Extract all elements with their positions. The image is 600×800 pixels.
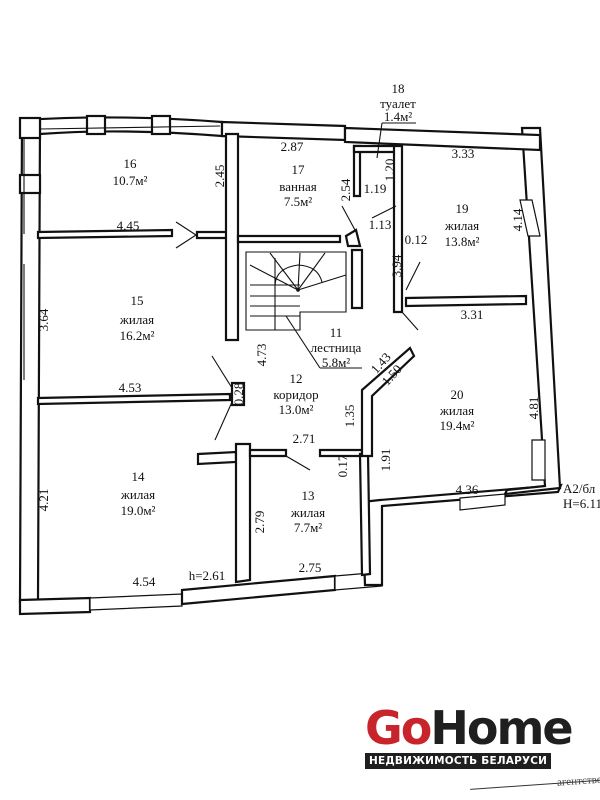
svg-text:h=2.61: h=2.61 xyxy=(189,568,226,583)
door-swings xyxy=(175,205,421,471)
svg-text:туалет: туалет xyxy=(380,96,416,111)
svg-text:1.91: 1.91 xyxy=(378,449,393,472)
svg-text:7.7м²: 7.7м² xyxy=(294,520,322,535)
room-20-label: 20 жилая 19.4м² xyxy=(439,387,475,433)
svg-text:3.94: 3.94 xyxy=(389,254,404,277)
svg-text:жилая: жилая xyxy=(444,218,479,233)
svg-text:12: 12 xyxy=(290,371,303,386)
svg-text:1.13: 1.13 xyxy=(369,217,392,232)
logo-tagline: НЕДВИЖИМОСТЬ БЕЛАРУСИ xyxy=(365,753,552,769)
svg-text:7.5м²: 7.5м² xyxy=(284,194,312,209)
svg-text:17: 17 xyxy=(292,162,306,177)
room-11-label: 11 лестница 5.8м² xyxy=(311,325,362,370)
room-18-label: 18 туалет 1.4м² xyxy=(376,81,416,159)
svg-text:4.54: 4.54 xyxy=(133,574,156,589)
svg-text:1.35: 1.35 xyxy=(342,405,357,428)
svg-text:2.71: 2.71 xyxy=(293,431,316,446)
svg-text:3.64: 3.64 xyxy=(36,308,51,331)
logo-wordmark: GoHome xyxy=(365,705,574,751)
svg-text:4.36: 4.36 xyxy=(456,482,479,497)
svg-text:0.28: 0.28 xyxy=(231,383,246,406)
svg-text:3.33: 3.33 xyxy=(452,146,475,161)
svg-text:2.75: 2.75 xyxy=(299,560,322,575)
svg-text:4.73: 4.73 xyxy=(254,344,269,367)
svg-text:19: 19 xyxy=(456,201,469,216)
room-17-label: 17 ванная 7.5м² xyxy=(279,162,316,209)
svg-text:11: 11 xyxy=(330,325,343,340)
logo-go: Go xyxy=(365,701,432,755)
svg-text:лестница: лестница xyxy=(311,340,362,355)
plan-annotations: А2/бл H=6.11 xyxy=(563,481,600,511)
svg-text:2.79: 2.79 xyxy=(252,511,267,534)
svg-text:16.2м²: 16.2м² xyxy=(120,328,155,343)
svg-text:3.31: 3.31 xyxy=(461,307,484,322)
svg-text:жилая: жилая xyxy=(119,312,154,327)
svg-text:0.12: 0.12 xyxy=(405,232,428,247)
room-19-label: 19 жилая 13.8м² xyxy=(444,201,480,249)
dimension-labels: 2.87 2.45 4.45 2.54 1.19 1.20 1.13 3.33 … xyxy=(36,139,541,589)
svg-text:4.81: 4.81 xyxy=(526,397,541,420)
svg-text:4.14: 4.14 xyxy=(510,208,525,231)
svg-text:13.8м²: 13.8м² xyxy=(445,234,480,249)
svg-text:0.17: 0.17 xyxy=(335,454,350,477)
logo-home: Home xyxy=(430,701,573,755)
svg-text:4.21: 4.21 xyxy=(36,489,51,512)
room-15-label: 15 жилая 16.2м² xyxy=(119,293,155,343)
svg-text:1.4м²: 1.4м² xyxy=(384,109,412,124)
svg-text:13.0м²: 13.0м² xyxy=(279,402,314,417)
svg-text:19.4м²: 19.4м² xyxy=(440,418,475,433)
room-13-label: 13 жилая 7.7м² xyxy=(290,488,325,535)
window-piers xyxy=(18,114,221,380)
svg-text:10.7м²: 10.7м² xyxy=(113,173,148,188)
svg-text:жилая: жилая xyxy=(439,403,474,418)
svg-text:18: 18 xyxy=(392,81,405,96)
room-16-label: 16 10.7м² xyxy=(113,156,148,188)
svg-text:1.20: 1.20 xyxy=(382,159,397,182)
svg-text:жилая: жилая xyxy=(290,505,325,520)
svg-text:5.8м²: 5.8м² xyxy=(322,355,350,370)
svg-text:ванная: ванная xyxy=(279,179,316,194)
svg-text:16: 16 xyxy=(124,156,138,171)
svg-text:4.45: 4.45 xyxy=(117,218,140,233)
svg-text:19.0м²: 19.0м² xyxy=(121,503,156,518)
inner-walls xyxy=(36,132,528,584)
room-12-label: 12 коридор 13.0м² xyxy=(273,371,318,417)
svg-text:15: 15 xyxy=(131,293,144,308)
svg-text:коридор: коридор xyxy=(273,387,318,402)
svg-text:20: 20 xyxy=(451,387,464,402)
svg-text:14: 14 xyxy=(132,469,146,484)
svg-text:жилая: жилая xyxy=(120,487,155,502)
svg-text:4.53: 4.53 xyxy=(119,380,142,395)
svg-text:2.87: 2.87 xyxy=(281,139,304,154)
svg-text:А2/бл: А2/бл xyxy=(563,481,596,496)
room-14-label: 14 жилая 19.0м² xyxy=(120,469,156,518)
svg-text:2.45: 2.45 xyxy=(212,165,227,188)
outer-walls xyxy=(18,116,563,616)
gohome-logo: GoHome НЕДВИЖИМОСТЬ БЕЛАРУСИ xyxy=(365,705,574,769)
staircase xyxy=(249,252,362,369)
svg-text:1.19: 1.19 xyxy=(364,181,387,196)
svg-text:H=6.11: H=6.11 xyxy=(563,496,600,511)
svg-text:2.54: 2.54 xyxy=(338,178,353,201)
svg-text:13: 13 xyxy=(302,488,315,503)
